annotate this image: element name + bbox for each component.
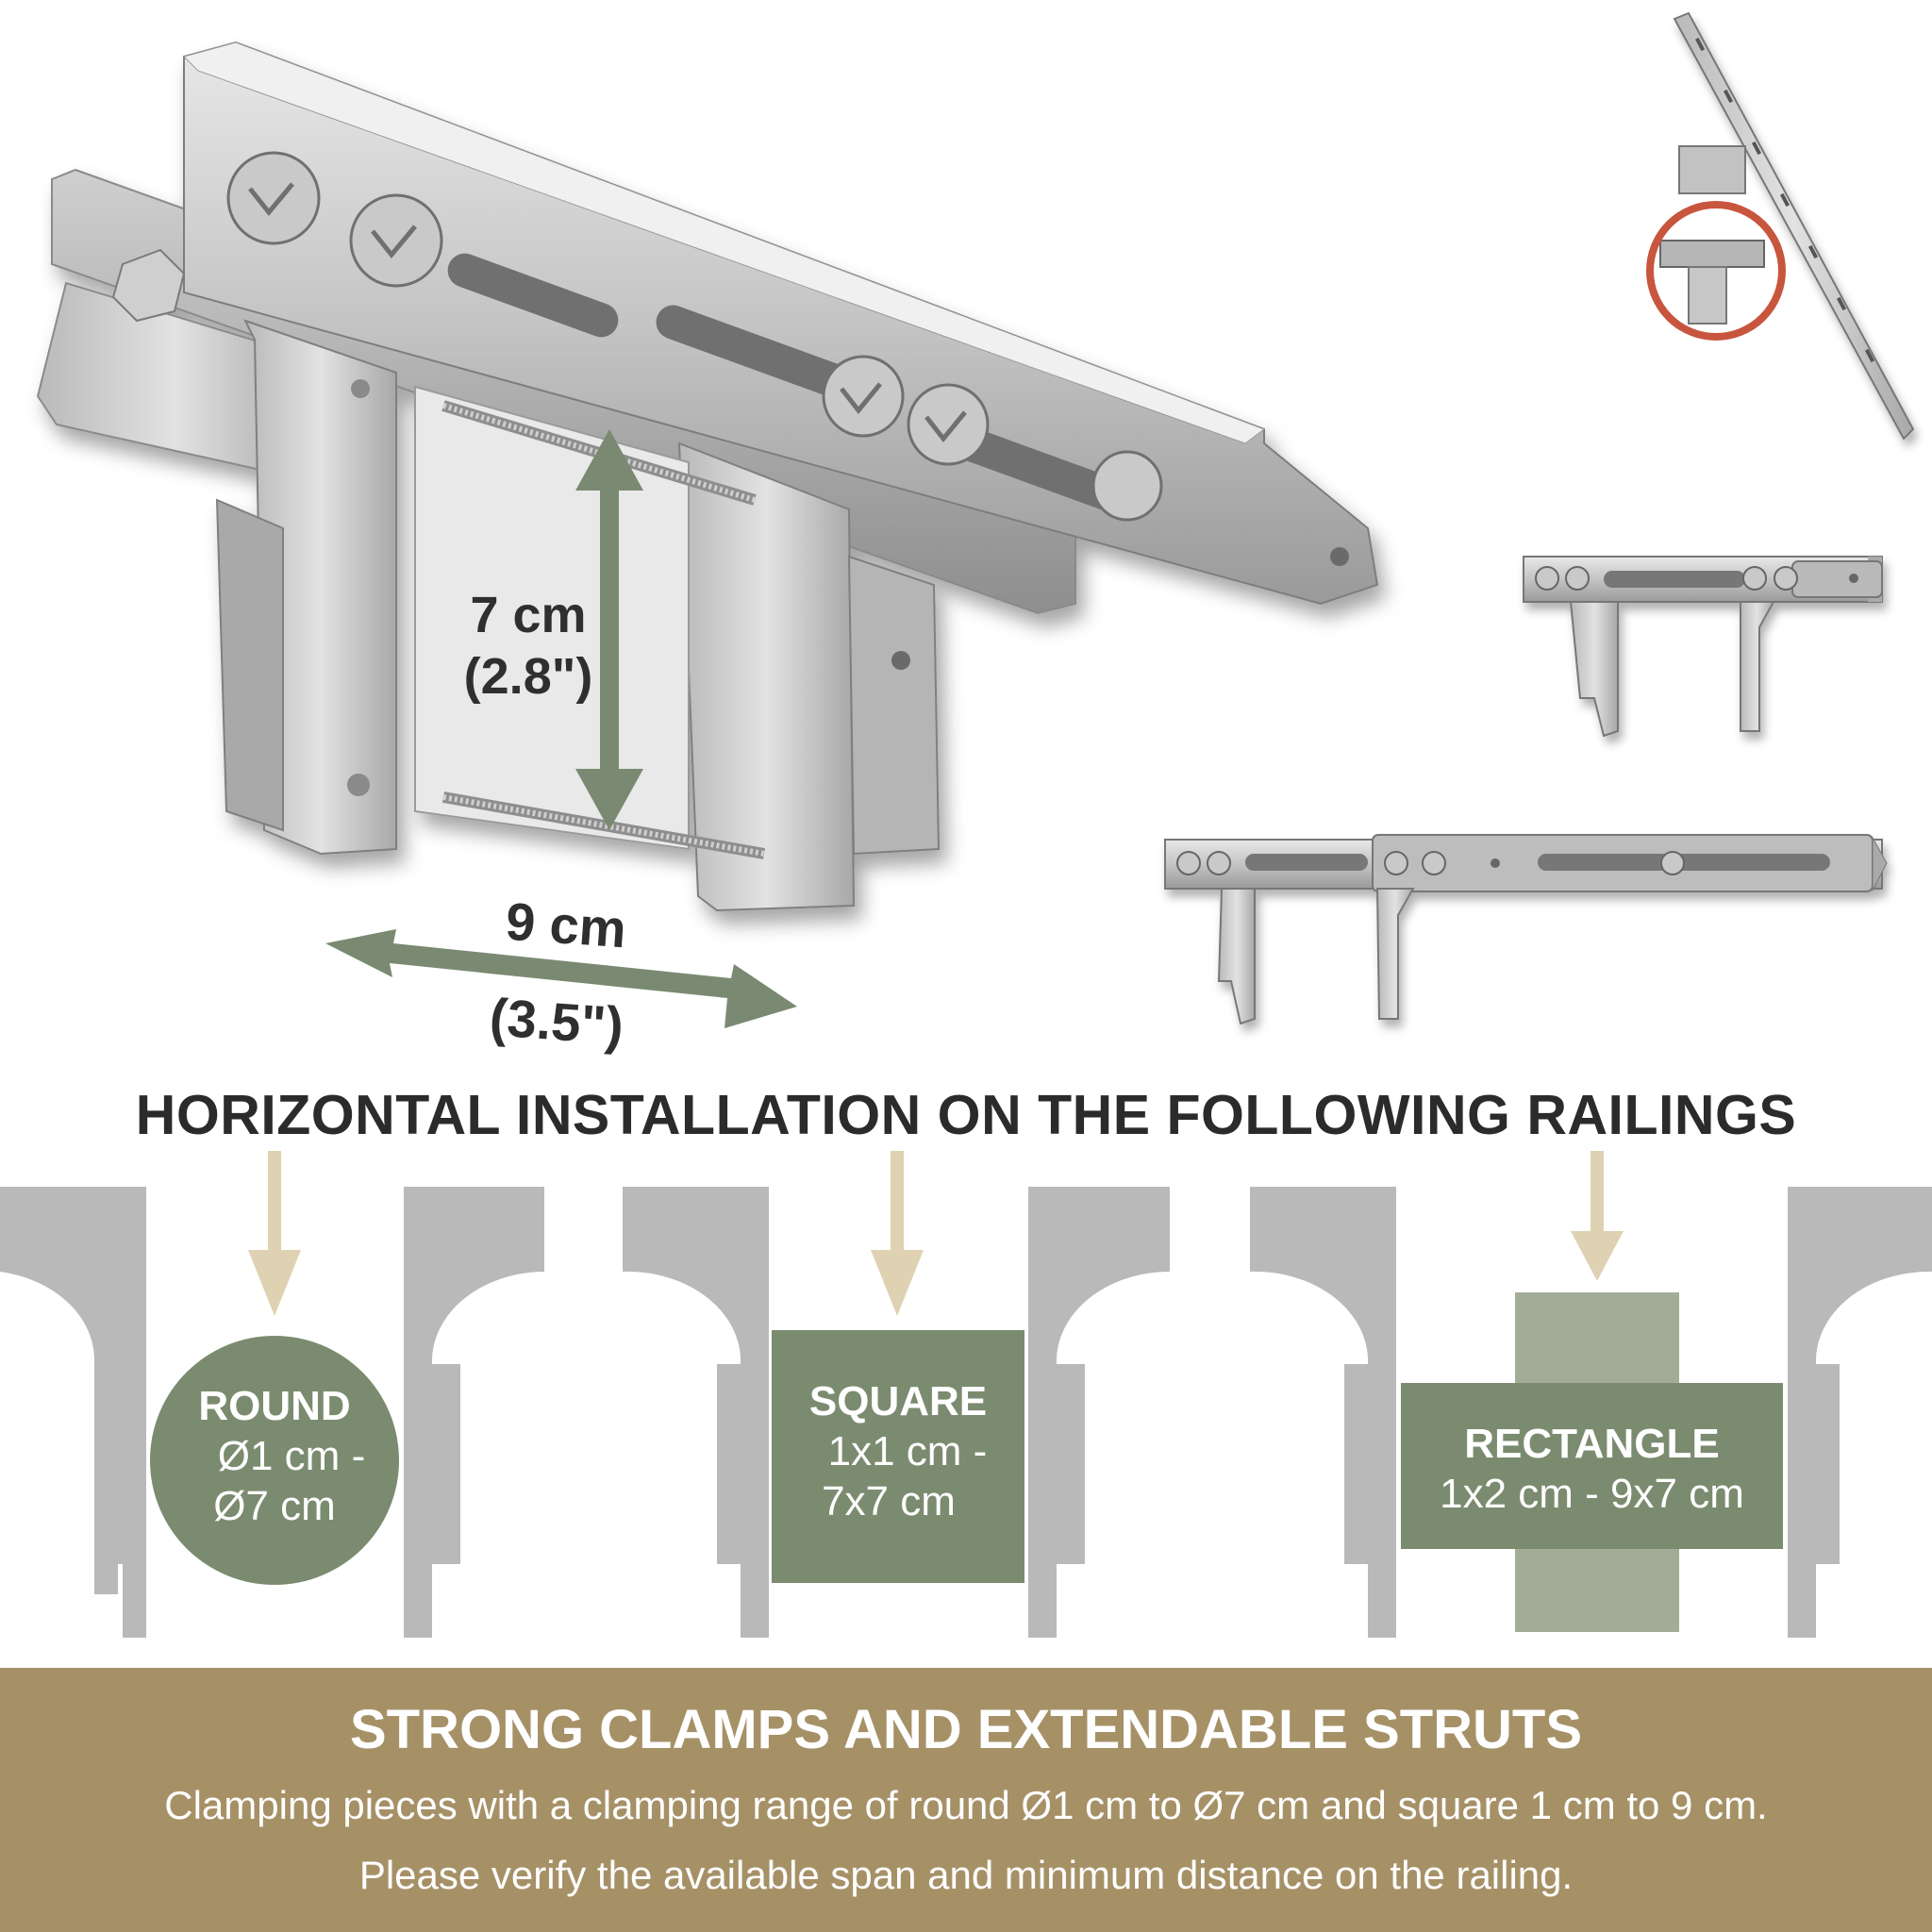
square-railing-shape — [772, 1330, 1024, 1583]
banner-line-2: Please verify the available span and min… — [358, 1853, 1574, 1897]
railing-round-name: ROUND — [198, 1383, 351, 1429]
banner-line-1: Clamping pieces with a clamping range of… — [164, 1783, 1768, 1827]
height-dimension-label: 7 cm (2.8") — [443, 585, 613, 708]
extended-strut-thumbnail — [1164, 834, 1888, 1025]
railing-square-range-1: 1x1 cm - — [827, 1427, 988, 1474]
info-banner — [0, 1668, 1932, 1932]
railing-rectangle-name: RECTANGLE — [1464, 1421, 1720, 1467]
railing-square-name: SQUARE — [808, 1378, 988, 1424]
installation-heading: HORIZONTAL INSTALLATION ON THE FOLLOWING… — [135, 1084, 1797, 1146]
railing-square-range-2: 7x7 cm — [822, 1477, 956, 1524]
height-dimension-imperial: (2.8") — [463, 647, 593, 705]
height-dimension-value: 7 cm — [470, 587, 587, 643]
highlight-circle — [1646, 201, 1786, 341]
railing-arrows — [248, 1151, 1624, 1316]
railing-round-label: ROUND Ø1 cm - Ø7 cm — [151, 1382, 398, 1531]
railing-rectangle-range: 1x2 cm - 9x7 cm — [1440, 1470, 1744, 1517]
banner-title: STRONG CLAMPS AND EXTENDABLE STRUTS — [349, 1699, 1583, 1760]
round-railing-shape — [150, 1336, 399, 1585]
rectangle-railing-shape — [1401, 1383, 1783, 1549]
short-strut-thumbnail — [1523, 556, 1883, 738]
height-dimension-arrow — [575, 429, 643, 830]
railing-round-range-1: Ø1 cm - — [217, 1432, 366, 1479]
railing-rectangle-label: RECTANGLE 1x2 cm - 9x7 cm — [1401, 1420, 1783, 1520]
railing-round-range-2: Ø7 cm — [213, 1482, 336, 1529]
width-dimension-arrow — [325, 929, 797, 1028]
bracket-clamp-photo — [36, 41, 1379, 912]
railing-square-label: SQUARE 1x1 cm - 7x7 cm — [772, 1377, 1024, 1526]
mounted-pole-thumbnail — [1646, 11, 1915, 441]
